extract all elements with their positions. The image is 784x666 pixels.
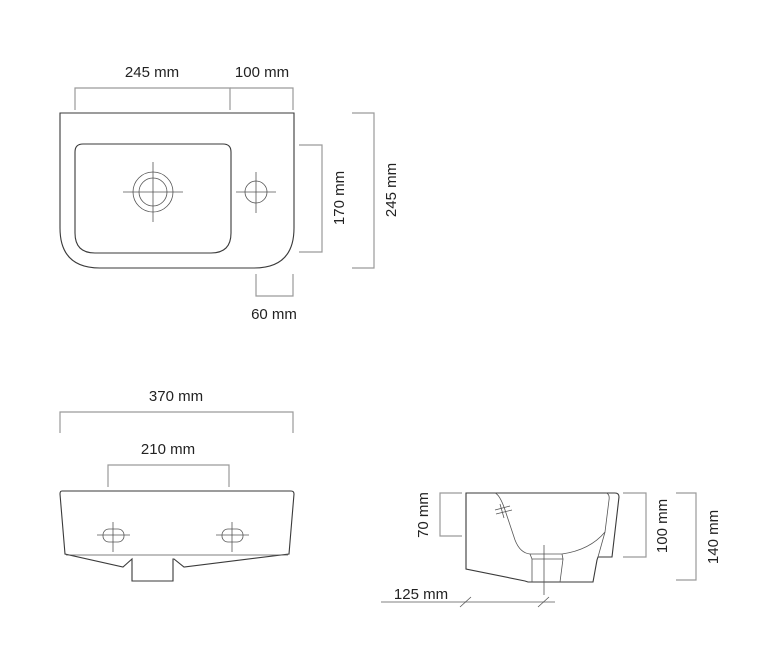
- label-total-width: 370 mm: [149, 388, 203, 405]
- fixing-slot-left-icon: [97, 522, 130, 552]
- fixing-cross-icon: [494, 503, 513, 519]
- label-basin-width: 245 mm: [125, 64, 179, 81]
- label-total-height: 140 mm: [705, 510, 722, 564]
- label-drain-offset: 125 mm: [394, 586, 448, 603]
- label-fixing-distance: 210 mm: [141, 441, 195, 458]
- dim-line-basin-width: [74, 87, 231, 110]
- label-tap-offset: 60 mm: [251, 306, 297, 323]
- label-basin-depth: 170 mm: [331, 171, 348, 225]
- label-fixing-height: 70 mm: [415, 492, 432, 538]
- side-view: 70 mm 100 mm 140 mm 125 mm: [381, 492, 722, 608]
- side-rim-edge: [597, 531, 606, 558]
- basin-inner-profile: [494, 492, 610, 555]
- dim-line-basin-height: [623, 492, 647, 558]
- dim-line-total-height: [676, 492, 697, 581]
- dim-line-total-depth: [352, 112, 375, 269]
- dim-line-total-width: [59, 411, 294, 433]
- dim-line-tap-width: [230, 87, 294, 110]
- drain-icon: [123, 162, 183, 222]
- sink-outline-front: [59, 490, 295, 582]
- label-tap-width: 100 mm: [235, 64, 289, 81]
- top-view: 245 mm 100 mm 170 mm 245 mm 60 mm: [59, 64, 400, 323]
- dim-line-basin-depth: [299, 144, 323, 253]
- fixing-slot-right-icon: [216, 522, 249, 552]
- dim-line-fixing-distance: [107, 464, 230, 487]
- dim-line-tap-offset: [255, 274, 294, 297]
- dim-tick-mark: [537, 596, 550, 608]
- front-view: 370 mm 210 mm: [59, 388, 295, 582]
- tap-hole-icon: [236, 172, 276, 213]
- dim-tick-mark: [459, 596, 472, 608]
- label-basin-height: 100 mm: [654, 499, 671, 553]
- sink-outline-side: [465, 492, 620, 583]
- dim-line-fixing-height: [439, 492, 462, 537]
- drain-spigot: [529, 553, 564, 583]
- label-total-depth: 245 mm: [383, 163, 400, 217]
